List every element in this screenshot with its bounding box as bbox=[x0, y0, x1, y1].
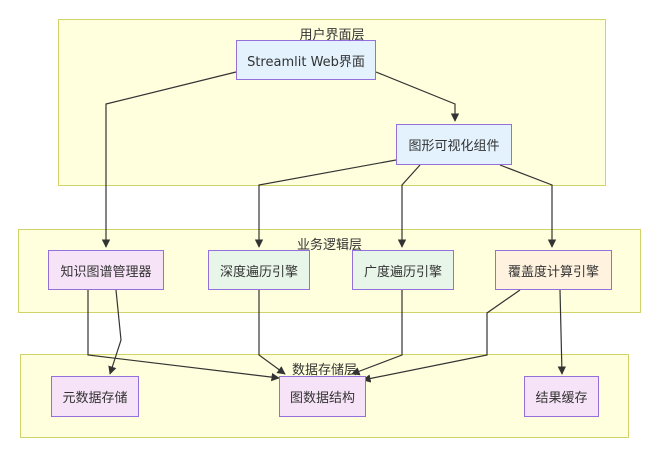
node-graph-structure: 图数据结构 bbox=[279, 376, 366, 417]
ui-layer-label: 用户界面层 bbox=[299, 28, 365, 43]
node-streamlit-web: Streamlit Web界面 bbox=[236, 40, 376, 80]
node-coverage-engine: 覆盖度计算引擎 bbox=[495, 250, 612, 290]
data-layer-label: 数据存储层 bbox=[291, 363, 357, 378]
node-bfs-engine: 广度遍历引擎 bbox=[352, 250, 454, 290]
node-result-cache: 结果缓存 bbox=[524, 376, 599, 417]
node-metadata-storage: 元数据存储 bbox=[51, 376, 139, 417]
node-visualization-component: 图形可视化组件 bbox=[396, 124, 512, 165]
node-dfs-engine: 深度遍历引擎 bbox=[208, 250, 310, 290]
node-kg-manager: 知识图谱管理器 bbox=[48, 250, 164, 290]
logic-layer-label: 业务逻辑层 bbox=[296, 238, 362, 253]
